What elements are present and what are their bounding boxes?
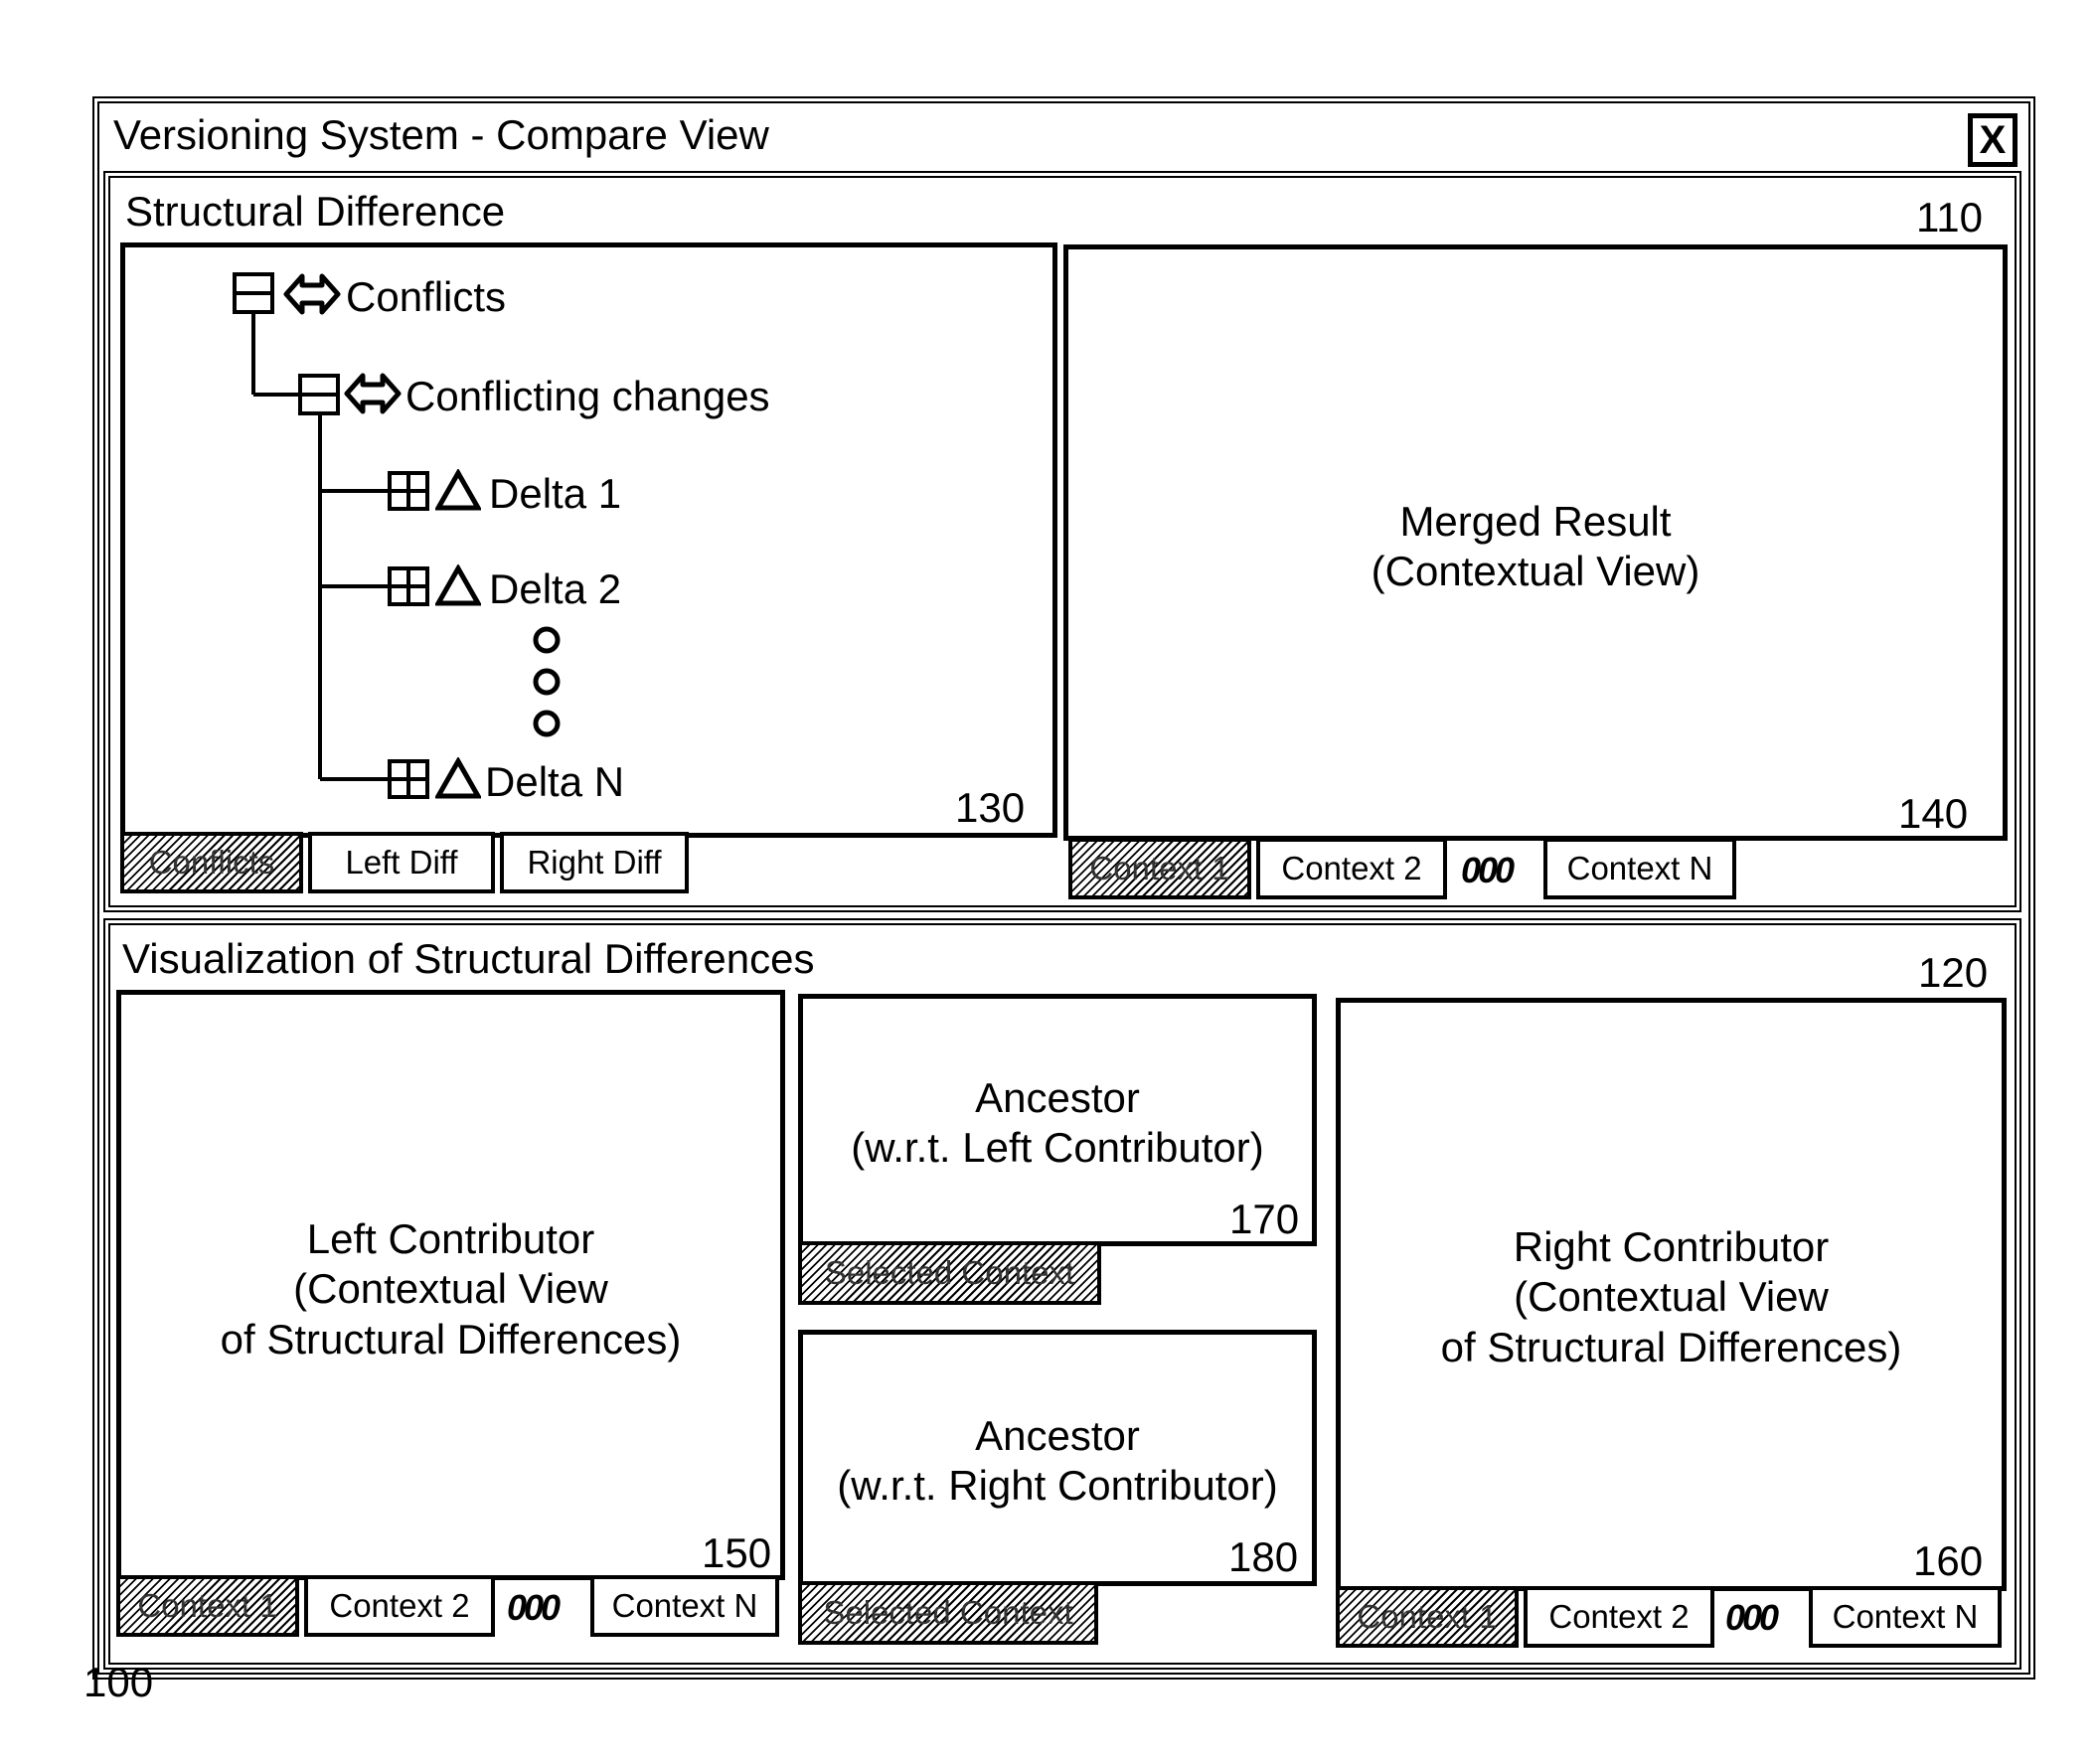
left-contributor-view <box>116 990 785 1580</box>
ancestor-left-view <box>798 994 1317 1246</box>
more-contexts-indicator: 000 <box>1725 1597 1779 1638</box>
collapse-box-icon[interactable] <box>233 272 274 314</box>
ancestor-right-ref: 180 <box>1228 1533 1299 1580</box>
tree-node-conflicts[interactable]: Conflicts <box>346 273 507 320</box>
tab-merged-context-n[interactable]: Context N <box>1543 838 1736 899</box>
expand-box-icon[interactable] <box>388 759 429 799</box>
more-contexts-indicator: 000 <box>507 1587 561 1628</box>
tab-ancestor-left-selected-context[interactable]: Selected Context <box>798 1241 1101 1305</box>
tab-left-context-2[interactable]: Context 2 <box>304 1575 495 1637</box>
delta-triangle-icon <box>435 757 481 799</box>
more-contexts-indicator: 000 <box>1461 850 1515 890</box>
merged-result-view <box>1063 244 2008 841</box>
tab-merged-context-2[interactable]: Context 2 <box>1256 838 1447 899</box>
ancestor-right-view <box>798 1330 1317 1586</box>
tab-right-context-2[interactable]: Context 2 <box>1524 1586 1714 1648</box>
bidirectional-arrow-icon <box>344 373 402 414</box>
collapse-box-icon[interactable] <box>298 374 340 415</box>
right-contributor-label: Right Contributor (Contextual View of St… <box>1440 1223 1902 1370</box>
tab-left-diff[interactable]: Left Diff <box>308 832 495 893</box>
tab-conflicts[interactable]: Conflicts <box>120 832 303 893</box>
right-contributor-view <box>1336 998 2007 1591</box>
tree-node-conflicting-changes[interactable]: Conflicting changes <box>405 373 770 419</box>
merged-result-label: Merged Result (Contextual View) <box>1371 498 1700 595</box>
tab-right-diff[interactable]: Right Diff <box>500 832 689 893</box>
ancestor-left-ref: 170 <box>1229 1196 1300 1242</box>
expand-box-icon[interactable] <box>388 471 429 511</box>
tab-left-context-n[interactable]: Context N <box>590 1575 779 1637</box>
ancestor-left-label: Ancestor (w.r.t. Left Contributor) <box>851 1074 1264 1172</box>
merged-result-ref: 140 <box>1898 790 1969 837</box>
ellipsis-icon <box>533 626 561 737</box>
tab-merged-context-1[interactable]: Context 1 <box>1068 838 1251 899</box>
structural-panel-ref: 110 <box>1916 194 1983 241</box>
delta-triangle-icon <box>435 469 481 511</box>
tree-node-delta-n[interactable]: Delta N <box>485 758 625 805</box>
expand-box-icon[interactable] <box>388 566 429 606</box>
left-contributor-label: Left Contributor (Contextual View of Str… <box>220 1215 682 1363</box>
tab-ancestor-right-selected-context[interactable]: Selected Context <box>798 1581 1098 1645</box>
ancestor-right-label: Ancestor (w.r.t. Right Contributor) <box>837 1412 1278 1510</box>
tree-view-ref: 130 <box>955 784 1026 831</box>
window-title: Versioning System - Compare View <box>113 111 769 158</box>
structural-panel-title: Structural Difference <box>125 188 506 235</box>
delta-triangle-icon <box>435 564 481 606</box>
close-icon: X <box>1979 117 2007 162</box>
visualization-panel-ref: 120 <box>1918 949 1989 996</box>
tab-right-context-n[interactable]: Context N <box>1809 1586 2002 1648</box>
bidirectional-arrow-icon <box>283 273 341 315</box>
left-contributor-ref: 150 <box>702 1529 772 1576</box>
visualization-panel-title: Visualization of Structural Differences <box>122 935 815 982</box>
right-contributor-ref: 160 <box>1913 1537 1984 1584</box>
tab-right-context-1[interactable]: Context 1 <box>1336 1586 1519 1648</box>
tree-node-delta-2[interactable]: Delta 2 <box>489 565 622 612</box>
tab-left-context-1[interactable]: Context 1 <box>116 1575 299 1637</box>
tree-node-delta-1[interactable]: Delta 1 <box>489 470 622 517</box>
close-button[interactable]: X <box>1968 113 2018 167</box>
